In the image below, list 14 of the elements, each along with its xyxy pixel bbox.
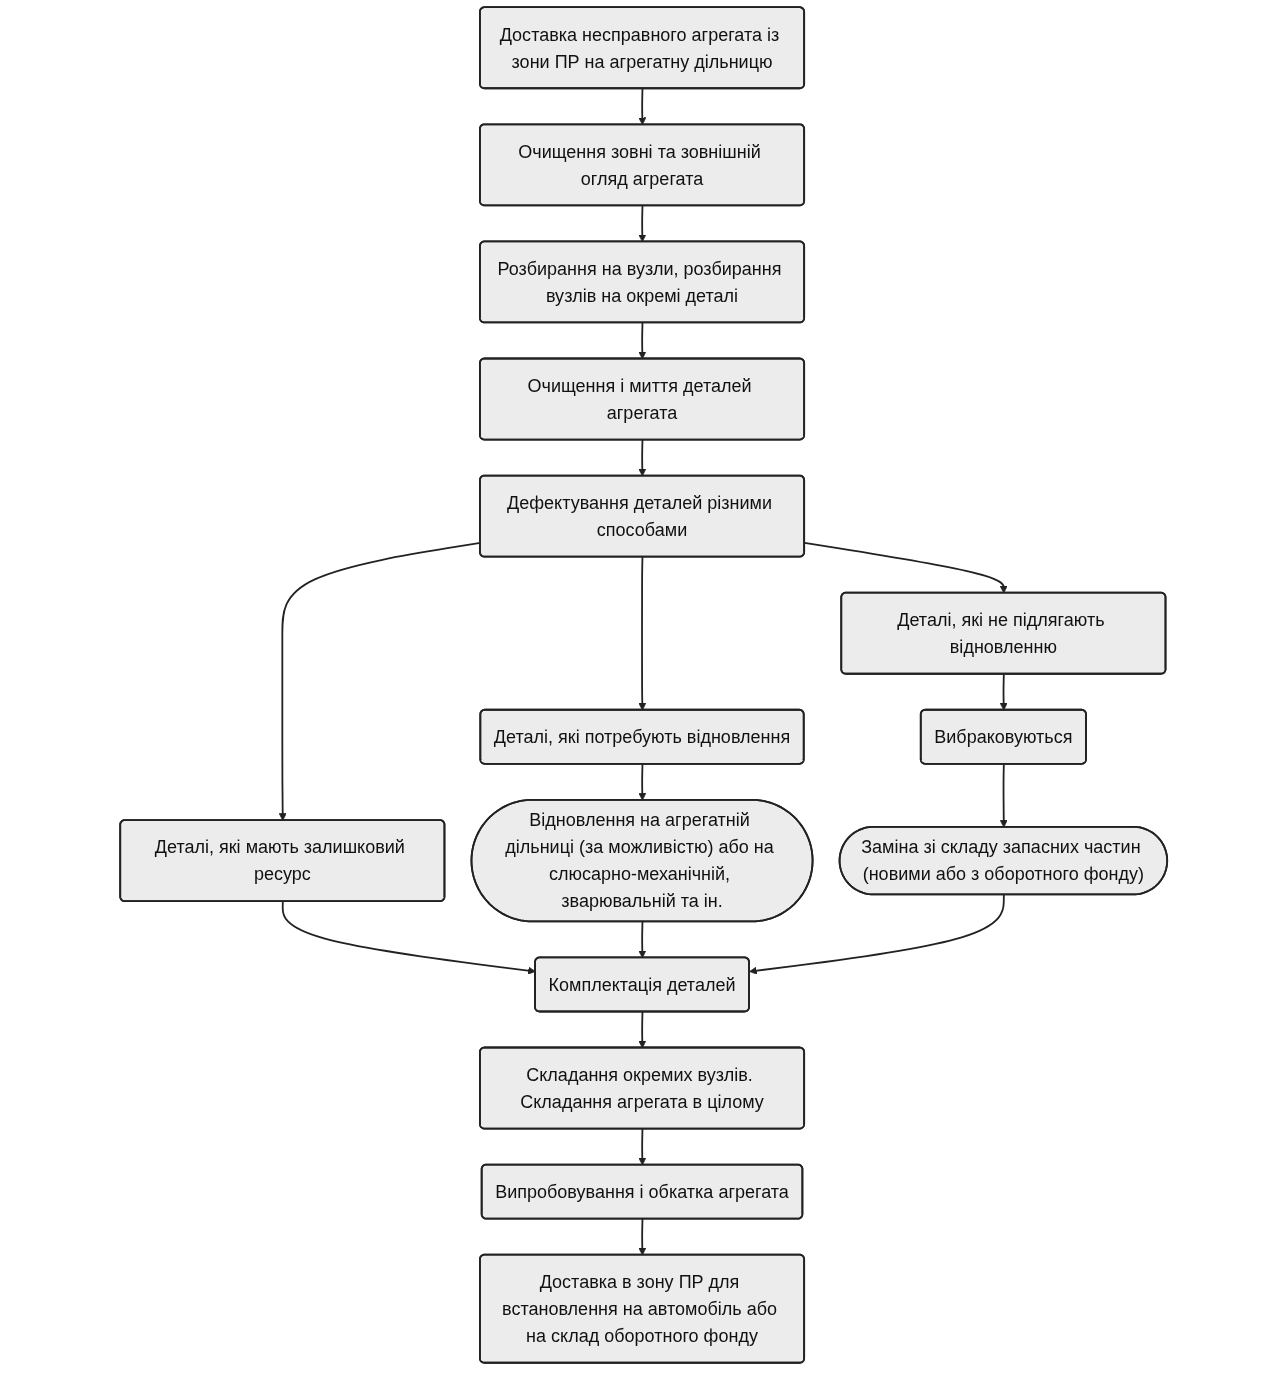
arrow bbox=[638, 556, 647, 711]
arrow bbox=[638, 87, 647, 126]
arrow bbox=[638, 1128, 647, 1166]
arrow bbox=[638, 1011, 647, 1049]
arrow bbox=[1000, 673, 1008, 711]
arrow bbox=[1000, 763, 1008, 828]
arrow bbox=[638, 920, 647, 959]
arrow bbox=[749, 893, 1006, 975]
arrow bbox=[804, 541, 1008, 594]
arrow bbox=[638, 763, 647, 801]
arrow bbox=[638, 439, 647, 477]
arrow bbox=[638, 204, 647, 243]
arrow bbox=[638, 1218, 647, 1256]
arrow bbox=[638, 322, 647, 360]
